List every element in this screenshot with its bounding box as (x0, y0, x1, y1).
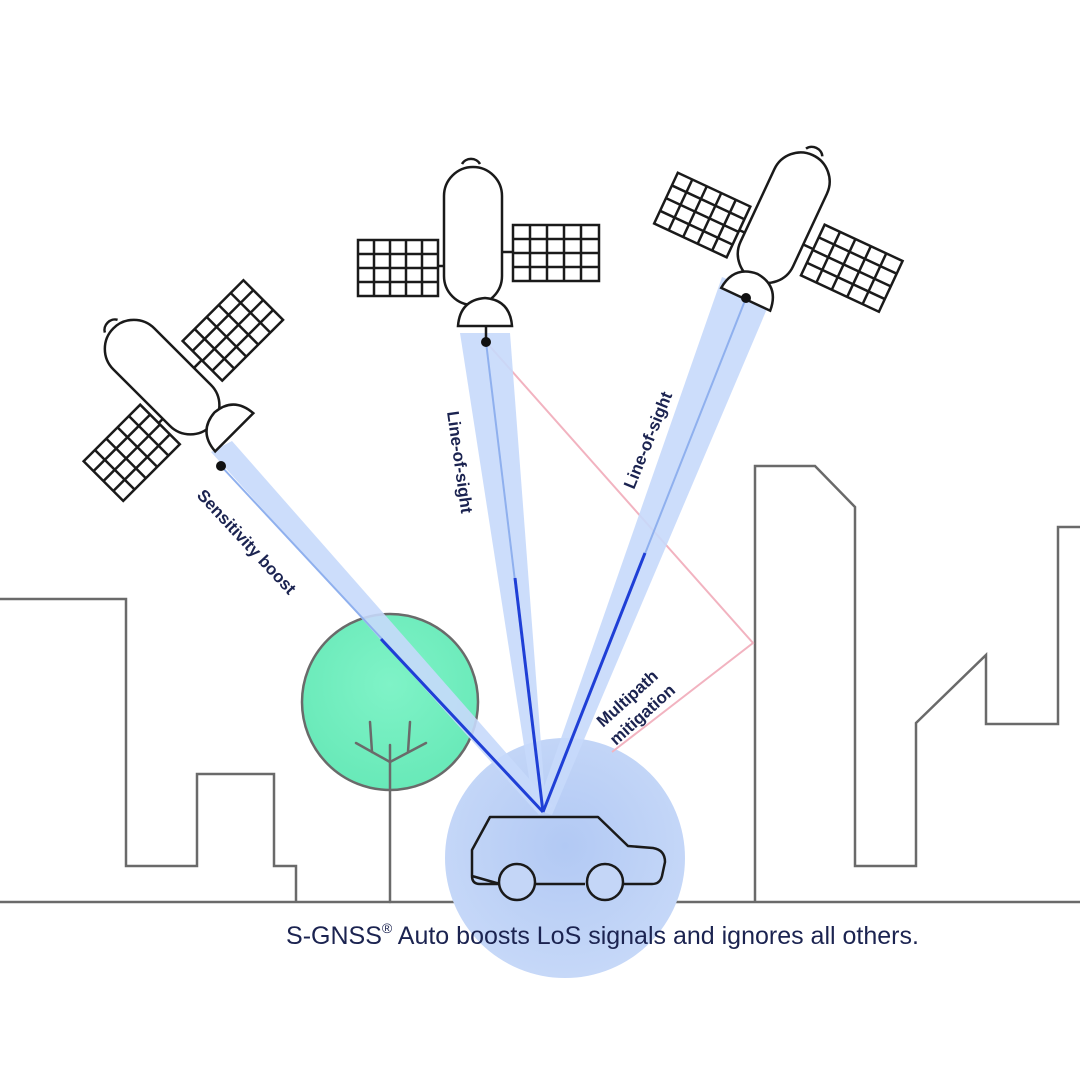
satellite-right-icon (652, 145, 905, 314)
tree-icon (300, 612, 480, 904)
satellite-icon (81, 145, 905, 503)
caption-text: Auto boosts LoS signals and ignores all … (392, 922, 919, 950)
car-halo (445, 738, 685, 978)
caption: S-GNSS® Auto boosts LoS signals and igno… (0, 920, 1080, 951)
building-right-tall-icon (753, 464, 1080, 902)
caption-brand: S-GNSS (286, 922, 382, 950)
beam-left (211, 441, 553, 815)
multipath-reflection (485, 341, 755, 753)
signal-center (513, 577, 545, 813)
signal-beams (211, 277, 772, 815)
building-left-icon (0, 597, 298, 902)
beam-right (536, 277, 772, 815)
car-icon (470, 815, 667, 902)
label-line-of-sight-center: Line-of-sight (443, 410, 476, 515)
satellite-left-icon (81, 278, 285, 503)
beam-center (460, 333, 546, 810)
signal-right (541, 552, 647, 813)
satellite-center-icon (356, 157, 601, 347)
registered-mark: ® (381, 920, 393, 936)
signal-left (379, 637, 545, 814)
